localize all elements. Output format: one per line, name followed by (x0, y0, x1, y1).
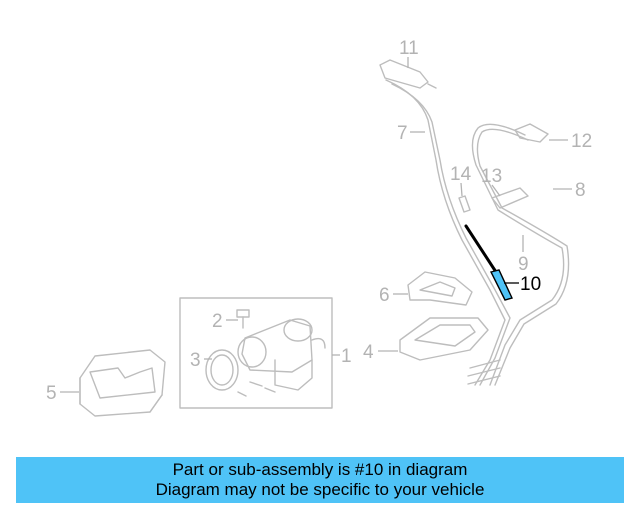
banner-line-2: Diagram may not be specific to your vehi… (155, 480, 485, 499)
callout-8: 8 (575, 180, 586, 201)
part-14-clip (458, 195, 471, 213)
callout-10: 10 (520, 274, 541, 295)
part-8-hose (471, 123, 565, 386)
parts-diagram: 1 2 3 4 5 6 7 8 9 10 11 12 13 14 (46, 38, 592, 417)
callout-12: 12 (571, 131, 592, 152)
part-4-bracket (399, 317, 489, 361)
callout-4: 4 (363, 342, 374, 363)
callout-5: 5 (46, 383, 57, 404)
part-1-abs-module (237, 318, 326, 391)
info-banner: Part or sub-assembly is #10 in diagram D… (16, 457, 624, 503)
callout-7: 7 (397, 123, 408, 144)
callout-3: 3 (190, 350, 201, 371)
callout-11: 11 (399, 38, 419, 59)
callout-2: 2 (212, 311, 223, 332)
part-6-bracket (407, 271, 473, 306)
callout-1: 1 (341, 346, 352, 367)
callout-13: 13 (481, 166, 502, 187)
part-2-bolt (236, 309, 250, 329)
part-3-ring (205, 349, 239, 391)
callout-9: 9 (518, 254, 529, 275)
part-12-connector (514, 123, 549, 143)
part-10-hose (464, 224, 513, 301)
part-13-sensor (491, 187, 529, 209)
part-5-tray (79, 349, 166, 417)
module-group-frame (179, 297, 333, 409)
part-11-connector (379, 59, 437, 89)
callout-14: 14 (450, 164, 472, 185)
banner-line-1: Part or sub-assembly is #10 in diagram (172, 460, 468, 479)
callout-6: 6 (379, 285, 390, 306)
hose-ends (467, 359, 501, 385)
hardware-bolts (237, 381, 276, 397)
